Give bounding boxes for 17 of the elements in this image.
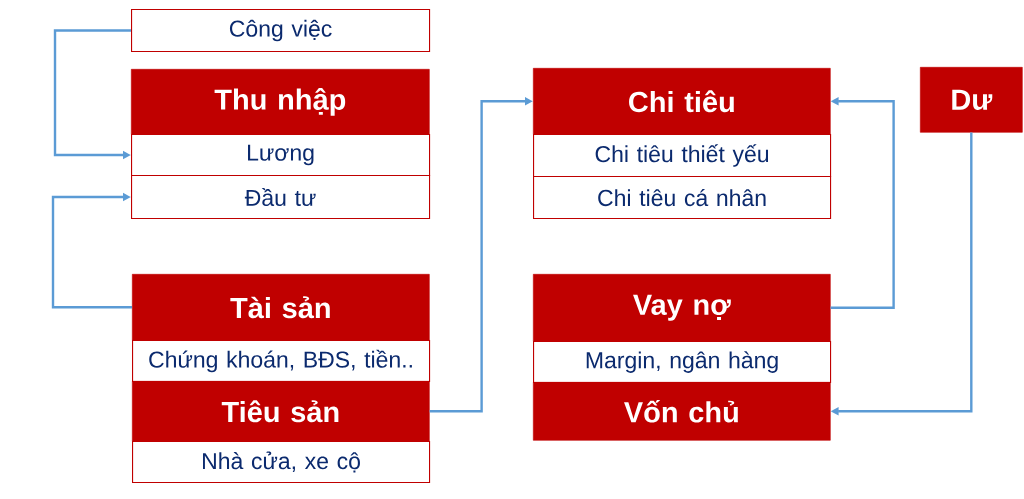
item-box: Chi tiêu thiết yếu (533, 134, 832, 178)
title-box: Vốn chủ (533, 382, 831, 441)
title-box: Tiêu sản (132, 381, 430, 442)
title-box: Thu nhập (131, 69, 430, 135)
item-box: Chi tiêu cá nhân (533, 176, 832, 220)
title-box: Tài sản (132, 274, 430, 341)
item-box: Margin, ngân hàng (533, 341, 832, 384)
title-box: Dư (920, 67, 1023, 133)
title-box: Vay nợ (533, 274, 831, 342)
arrow (830, 97, 895, 309)
item-box: Đầu tư (131, 175, 431, 220)
arrow (51, 192, 132, 309)
item-box: Chứng khoán, BĐS, tiền.. (132, 340, 431, 383)
item-box: Lương (131, 134, 431, 177)
item-box: Công việc (131, 9, 431, 53)
title-box: Chi tiêu (533, 68, 831, 135)
item-box: Nhà cửa, xe cộ (132, 441, 431, 484)
